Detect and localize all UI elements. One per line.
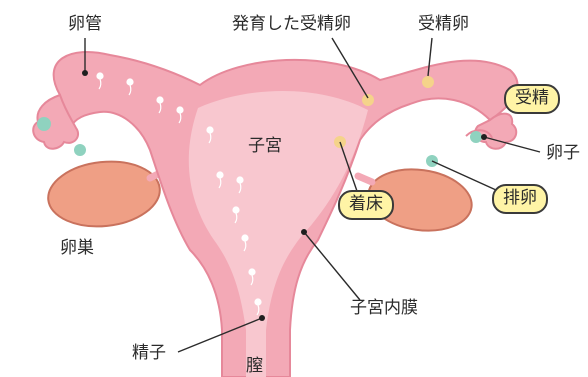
- label-vagina: 膣: [246, 358, 263, 375]
- label-fertilized-egg: 受精卵: [418, 16, 469, 33]
- label-developing-egg: 発育した受精卵: [232, 16, 351, 33]
- label-endometrium: 子宮内膜: [350, 300, 418, 317]
- badge-fertilization: 受精: [504, 84, 560, 114]
- label-sperm: 精子: [132, 345, 166, 362]
- label-ovary: 卵巣: [60, 240, 94, 257]
- label-egg: 卵子: [546, 145, 580, 162]
- badge-implantation: 着床: [338, 190, 394, 220]
- label-fallopian-tube: 卵管: [68, 16, 102, 33]
- label-uterus: 子宮: [248, 138, 282, 155]
- badge-ovulation: 排卵: [492, 184, 548, 214]
- left-ovary: [45, 156, 166, 231]
